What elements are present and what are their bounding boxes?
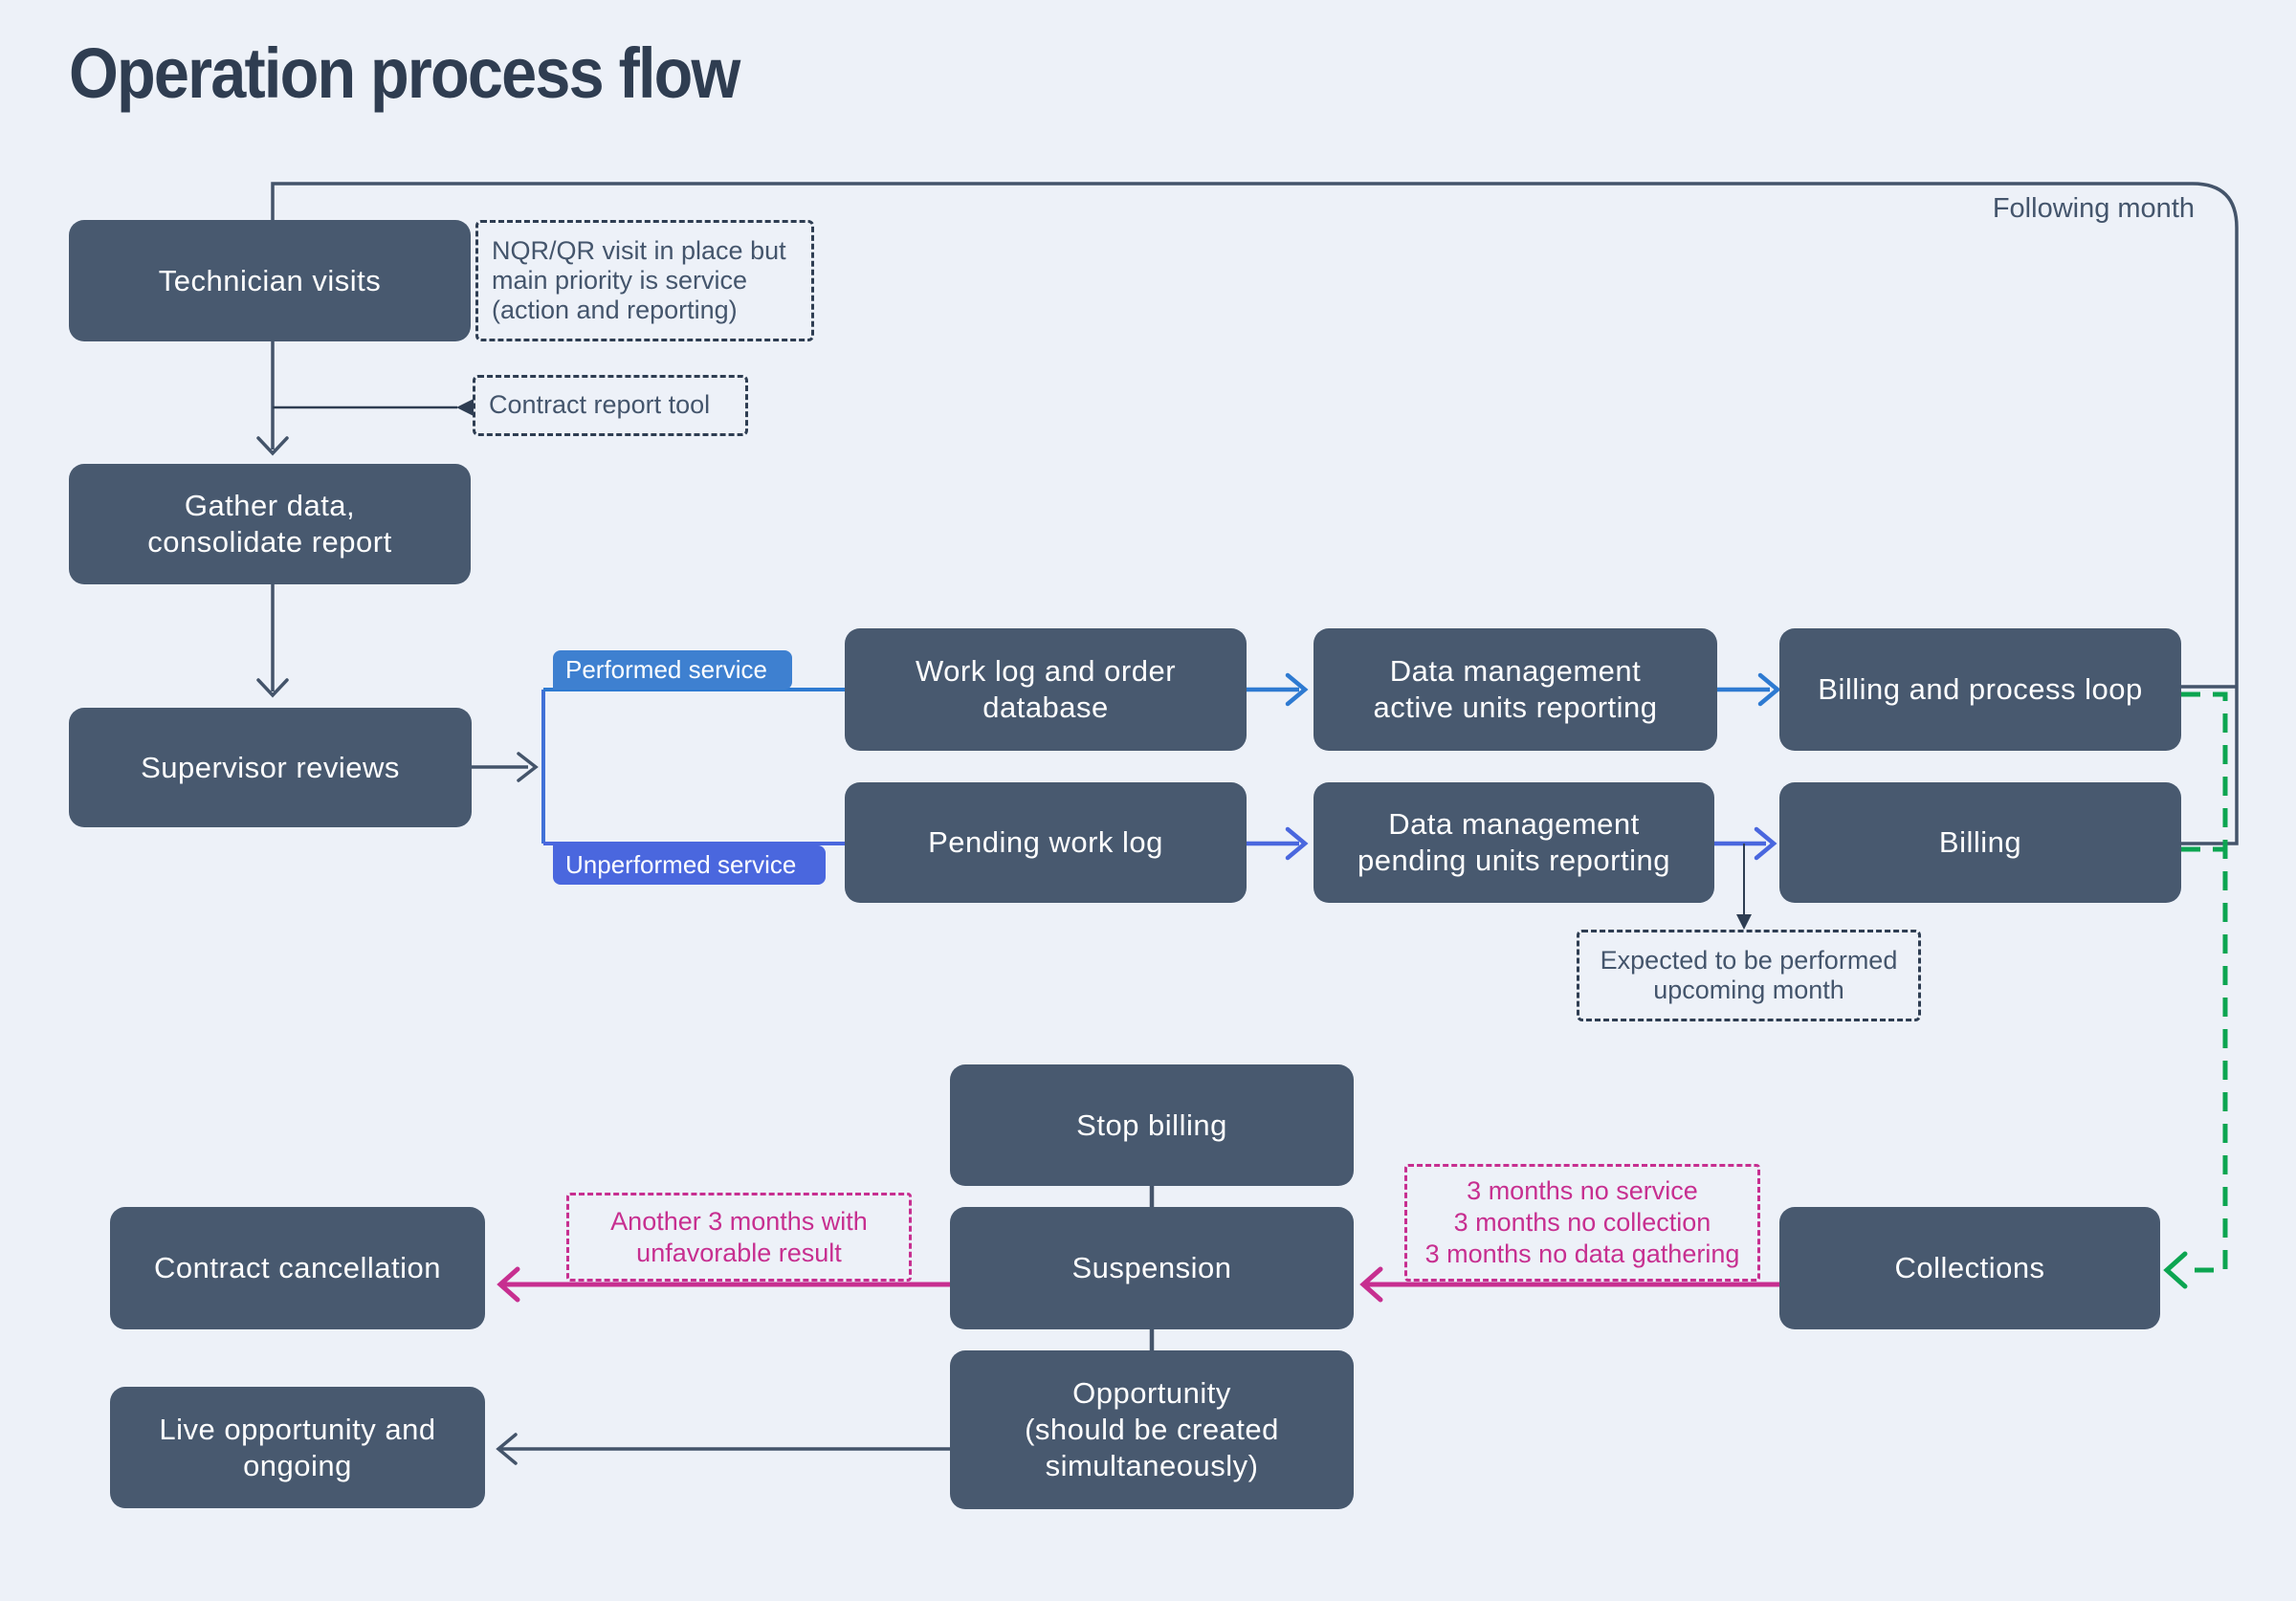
- node-work-log: Work log and order database: [845, 628, 1247, 751]
- node-technician-visits: Technician visits: [69, 220, 471, 341]
- arrowhead-right-icon: [517, 752, 539, 782]
- node-collections: Collections: [1779, 1207, 2160, 1329]
- arrowhead-right-icon: [1285, 672, 1309, 707]
- arrowhead-left-icon: [1359, 1266, 1383, 1303]
- note-expected: Expected to be performed upcoming month: [1577, 930, 1921, 1021]
- following-month-border: [271, 182, 2239, 845]
- green-path-billing-to-collections: [2181, 691, 2228, 1273]
- note-another-3-months: Another 3 months with unfavorable result: [566, 1193, 912, 1282]
- arrowhead-down-icon: [256, 678, 289, 698]
- arrowhead-left-icon: [496, 1433, 518, 1465]
- label-performed-service: Performed service: [553, 650, 792, 690]
- arrowhead-down-icon: [256, 436, 289, 456]
- arrowhead-right-icon: [1285, 826, 1309, 861]
- note-three-months: 3 months no service 3 months no collecti…: [1404, 1164, 1760, 1282]
- arrowhead-left-icon: [2163, 1251, 2188, 1289]
- node-stop-billing: Stop billing: [950, 1064, 1354, 1186]
- node-supervisor-reviews: Supervisor reviews: [69, 708, 472, 827]
- arrowhead-right-icon: [1754, 826, 1777, 861]
- page-title: Operation process flow: [69, 33, 740, 113]
- node-billing: Billing: [1779, 782, 2181, 903]
- note-contract-report-tool: Contract report tool: [473, 375, 748, 436]
- node-contract-cancellation: Contract cancellation: [110, 1207, 485, 1329]
- arrowhead-left-icon: [456, 399, 474, 416]
- node-billing-loop: Billing and process loop: [1779, 628, 2181, 751]
- label-unperformed-service: Unperformed service: [553, 845, 826, 885]
- node-dm-active: Data management active units reporting: [1314, 628, 1717, 751]
- node-live-opportunity: Live opportunity and ongoing: [110, 1387, 485, 1508]
- following-month-label: Following month: [1992, 193, 2195, 224]
- arrowhead-left-icon: [497, 1266, 520, 1303]
- arrowhead-down-icon: [1736, 914, 1752, 930]
- arrowhead-right-icon: [1757, 672, 1781, 707]
- node-suspension: Suspension: [950, 1207, 1354, 1329]
- node-pending-work-log: Pending work log: [845, 782, 1247, 903]
- note-nqr: NQR/QR visit in place but main priority …: [475, 220, 814, 341]
- node-dm-pending: Data management pending units reporting: [1314, 782, 1714, 903]
- node-opportunity: Opportunity (should be created simultane…: [950, 1350, 1354, 1509]
- node-gather-data: Gather data, consolidate report: [69, 464, 471, 584]
